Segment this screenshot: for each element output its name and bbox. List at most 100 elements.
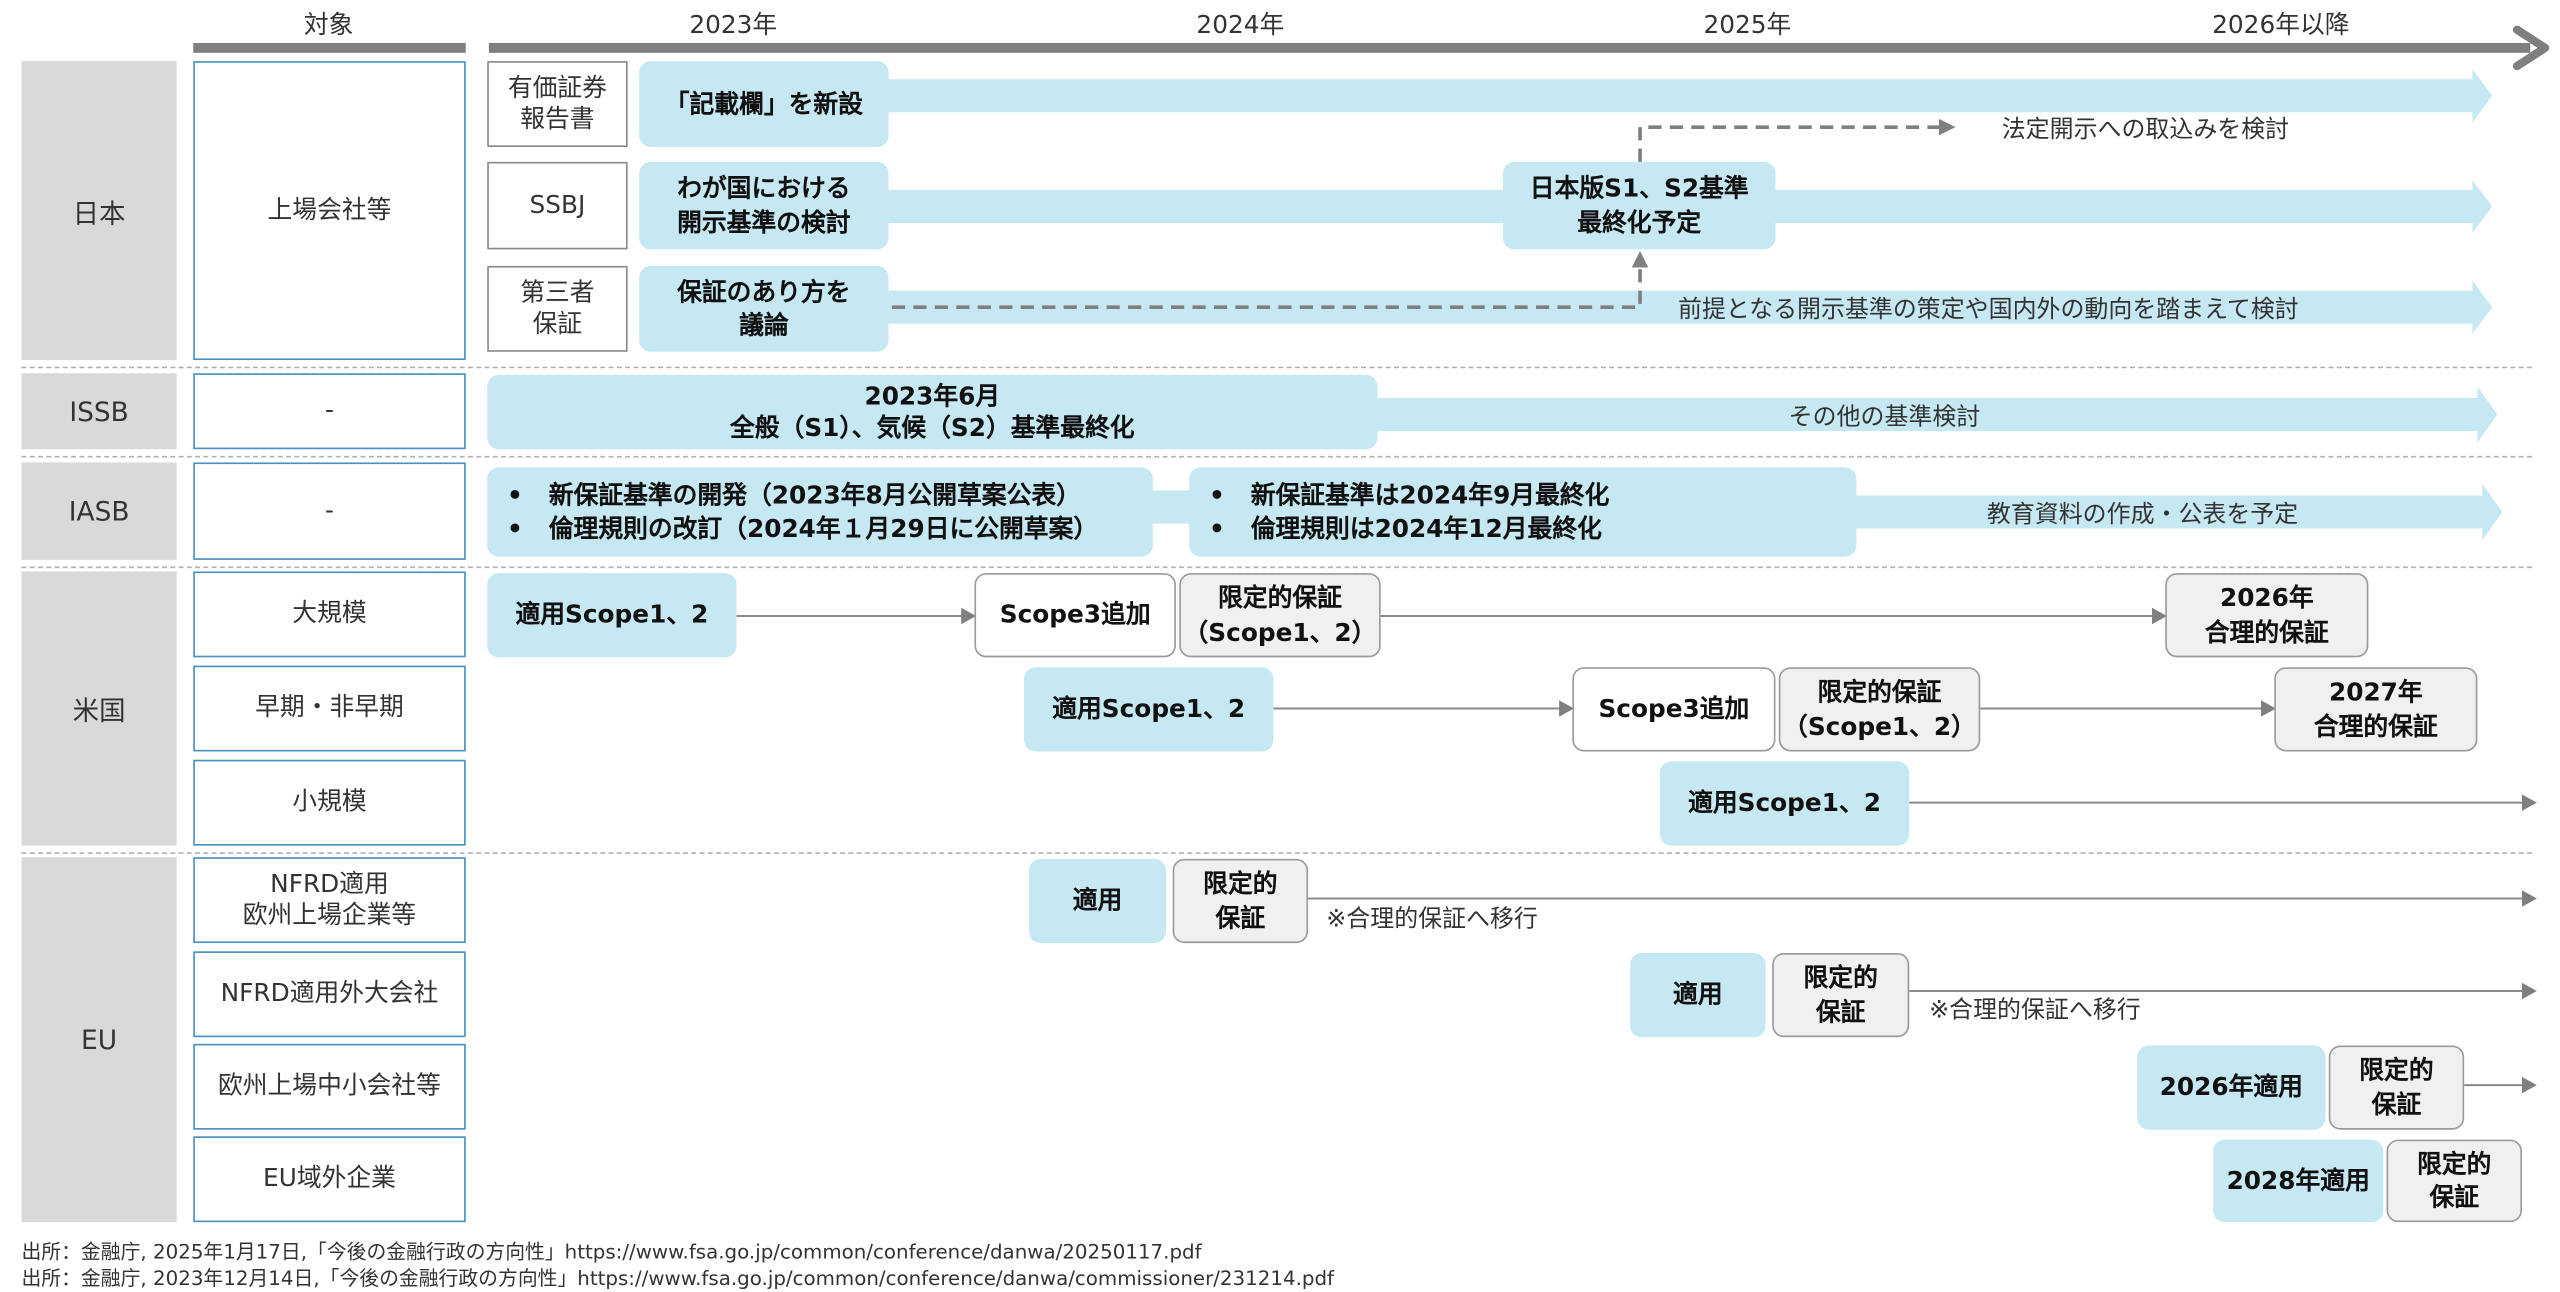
bullet-text: 新保証基準の開発（2023年8月公開草案公表） [548, 480, 1081, 510]
target-line: NFRD適用 [270, 867, 389, 898]
target-header-bar [193, 42, 466, 53]
target-eu-non-nfrd-large: NFRD適用外大会社 [193, 951, 466, 1038]
source-note: 出所：金融庁, 2023年12月14日,「今後の金融行政の方向性」https:/… [21, 1266, 1335, 1290]
iasb-connector [1149, 490, 1193, 524]
japan-standard-review-box: わが国における開示基準の検討 [639, 161, 889, 250]
assurance-note: 前提となる開示基準の策定や国内外の動向を踏まえて検討 [1678, 297, 2299, 324]
region-us: 米国 [21, 571, 177, 846]
arrowhead-up-icon [1631, 251, 1649, 268]
bullet-item: • 倫理規則は2024年12月最終化 [1209, 512, 1602, 545]
bullet-icon: • [507, 480, 523, 510]
us-large-limited-box: 限定的保証（Scope1、2） [1179, 573, 1381, 658]
band-arrow-issb [1370, 386, 2498, 443]
target-line: 欧州上場企業等 [242, 900, 417, 930]
row-divider [21, 852, 2532, 854]
us-large-scope3-box: Scope3追加 [974, 573, 1176, 658]
dashed-path-to-legal [1638, 125, 1941, 162]
category-line: 有価証券 [507, 71, 607, 102]
dashed-path-to-ssbj [891, 260, 1642, 310]
region-eu: EU [21, 857, 177, 1223]
target-us-early: 早期・非早期 [193, 665, 466, 752]
timeline-axis-arrowhead-icon [2512, 25, 2550, 71]
eu-large-note: ※合理的保証へ移行 [1929, 997, 2141, 1024]
target-issb: - [193, 373, 466, 450]
issb-finalization-box: 2023年6月全般（S1）、気候（S2）基準最終化 [487, 374, 1378, 450]
eu-nfrd-limited-box: 限定的保証 [1172, 858, 1309, 944]
box-line: 限定的 [2359, 1055, 2434, 1086]
target-us-large: 大規模 [193, 571, 466, 658]
arrowhead-right-icon [961, 607, 977, 625]
arrowhead-right-icon [1938, 118, 1956, 136]
target-eu-non-eu: EU域外企業 [193, 1136, 466, 1223]
iasb-note: 教育資料の作成・公表を予定 [1986, 502, 2299, 529]
bullet-icon: • [1208, 480, 1225, 510]
box-line: 保証 [1815, 996, 1866, 1027]
us-early-reasonable-box: 2027年合理的保証 [2274, 667, 2478, 752]
bullet-text: 新保証基準は2024年9月最終化 [1250, 480, 1610, 510]
category-third-party-assurance: 第三者保証 [487, 265, 628, 352]
box-line: 合理的保証 [2313, 711, 2438, 741]
box-line: （Scope1、2） [1183, 616, 1377, 647]
category-line: 保証 [532, 308, 583, 339]
us-large-apply-box: 適用Scope1、2 [487, 573, 737, 658]
box-line: 限定的 [2417, 1149, 2492, 1179]
target-iasb: - [193, 462, 466, 560]
box-line: 限定的保証 [1817, 677, 1942, 708]
eu-large-apply-box: 適用 [1630, 952, 1766, 1038]
region-issb: ISSB [21, 373, 177, 450]
new-disclosure-section-box: 「記載欄」を新設 [639, 61, 889, 147]
iasb-finalization-box: • 新保証基準は2024年9月最終化 • 倫理規則は2024年12月最終化 [1189, 467, 1857, 557]
year-2025: 2025年 [1703, 9, 1792, 40]
arrowhead-right-icon [2521, 982, 2537, 1000]
eu-nfrd-apply-box: 適用 [1028, 858, 1167, 944]
band-arrow-yuho [888, 69, 2493, 123]
row-divider [21, 566, 2532, 569]
issb-note: その他の基準検討 [1788, 404, 1981, 432]
arrowhead-right-icon [2521, 890, 2537, 907]
box-line: 2023年6月 [864, 381, 1001, 411]
bullet-item: • 倫理規則の改訂（2024年１月29日に公開草案） [507, 512, 1098, 545]
year-2024: 2024年 [1196, 9, 1285, 40]
arrowhead-right-icon [2521, 1076, 2537, 1094]
box-line: 日本版S1、S2基準 [1529, 173, 1749, 204]
eu-sme-apply-box: 2026年適用 [2137, 1045, 2326, 1130]
category-securities-report: 有価証券報告書 [487, 61, 628, 147]
year-2026-onward: 2026年以降 [2212, 9, 2350, 40]
source-note: 出所：金融庁, 2025年1月17日,「今後の金融行政の方向性」https://… [21, 1240, 1202, 1264]
box-line: 保証 [2371, 1089, 2422, 1119]
row-divider [21, 366, 2532, 369]
region-iasb: IASB [21, 462, 177, 560]
box-line: 保証 [1215, 902, 1266, 933]
eu-sme-limited-box: 限定的保証 [2328, 1045, 2465, 1130]
us-small-apply-box: 適用Scope1、2 [1659, 761, 1910, 846]
us-early-scope3-box: Scope3追加 [1572, 667, 1776, 752]
target-listed-companies: 上場会社等 [193, 61, 466, 361]
category-line: 報告書 [520, 104, 595, 134]
region-japan: 日本 [21, 61, 177, 361]
band-arrow-iasb [1849, 483, 2503, 541]
category-line: 第三者 [520, 276, 595, 307]
box-line: 保証 [2429, 1182, 2480, 1213]
bullet-icon: • [1208, 513, 1225, 544]
arrowhead-right-icon [2521, 794, 2537, 811]
box-line: 限定的保証 [1218, 583, 1342, 614]
arrowhead-right-icon [1559, 700, 1574, 717]
us-large-reasonable-box: 2026年合理的保証 [2165, 573, 2369, 658]
box-line: 保証のあり方を [677, 277, 851, 307]
eu-non-eu-apply-box: 2028年適用 [2213, 1139, 2384, 1223]
box-line: 全般（S1）、気候（S2）基準最終化 [730, 412, 1135, 442]
arrowhead-right-icon [2261, 700, 2276, 717]
eu-large-limited-box: 限定的保証 [1772, 952, 1910, 1038]
box-line: 限定的 [1203, 869, 1278, 899]
row-divider [21, 455, 2532, 458]
box-line: 2026年 [2219, 583, 2314, 614]
bullet-item: • 新保証基準の開発（2023年8月公開草案公表） [507, 479, 1081, 512]
target-eu-nfrd: NFRD適用欧州上場企業等 [193, 857, 466, 944]
target-us-small: 小規模 [193, 759, 466, 846]
bullet-icon: • [507, 513, 523, 544]
category-line: SSBJ [529, 189, 586, 220]
assurance-discussion-box: 保証のあり方を議論 [639, 265, 889, 352]
timeline-axis [488, 42, 2531, 53]
box-line: 議論 [739, 310, 789, 341]
